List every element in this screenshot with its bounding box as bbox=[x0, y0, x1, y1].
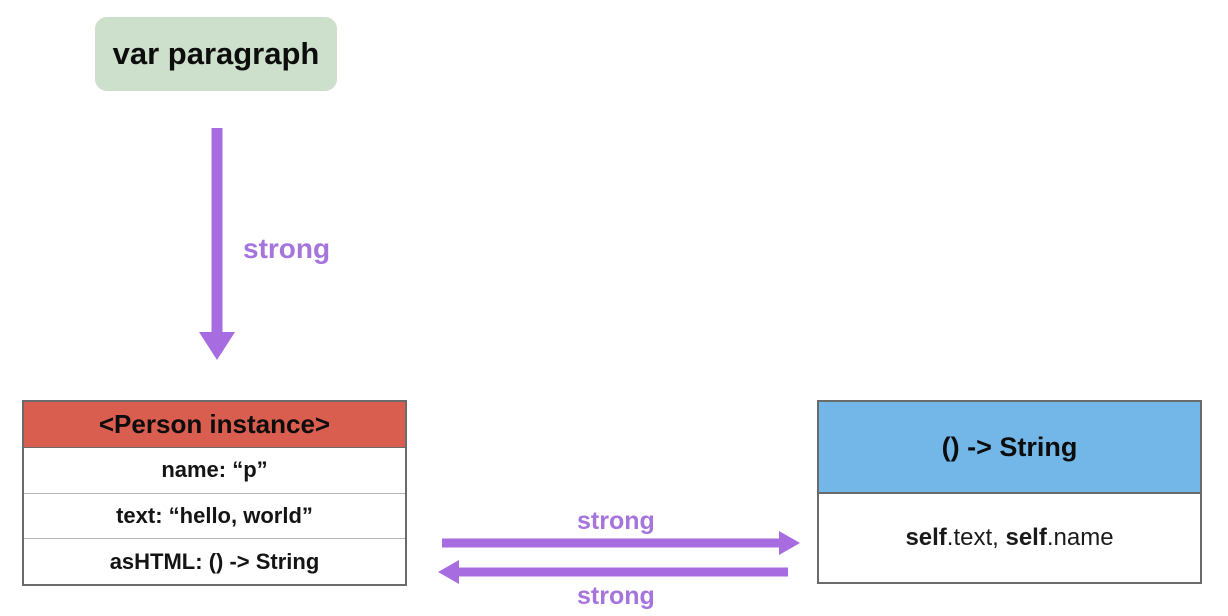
variable-box: var paragraph bbox=[95, 17, 337, 91]
arrow-down-icon bbox=[199, 128, 235, 360]
arrow-right-icon bbox=[442, 531, 800, 555]
strong-arrow-right bbox=[440, 531, 802, 555]
closure-box-body: self.text, self.name bbox=[819, 494, 1200, 582]
person-row-ashtml: asHTML: () -> String bbox=[24, 539, 405, 585]
arrow-left-icon bbox=[438, 560, 788, 584]
closure-box: () -> String self.text, self.name bbox=[817, 400, 1202, 584]
closure-text-property: .text, bbox=[946, 524, 1006, 551]
person-table-header: <Person instance> bbox=[24, 402, 405, 448]
closure-self-1: self bbox=[905, 524, 947, 551]
closure-self-2: self bbox=[1005, 524, 1047, 551]
strong-arrow-down bbox=[193, 126, 241, 362]
strong-label-right: strong bbox=[577, 507, 655, 535]
closure-box-header: () -> String bbox=[819, 402, 1200, 494]
strong-label-left: strong bbox=[577, 582, 655, 610]
person-row-text: text: “hello, world” bbox=[24, 493, 405, 540]
person-row-name: name: “p” bbox=[24, 448, 405, 494]
strong-label-down: strong bbox=[243, 233, 331, 264]
variable-box-label: var paragraph bbox=[112, 36, 320, 71]
closure-name-property: .name bbox=[1046, 524, 1114, 551]
strong-arrow-left bbox=[436, 560, 790, 584]
person-instance-table: <Person instance> name: “p” text: “hello… bbox=[22, 400, 407, 586]
